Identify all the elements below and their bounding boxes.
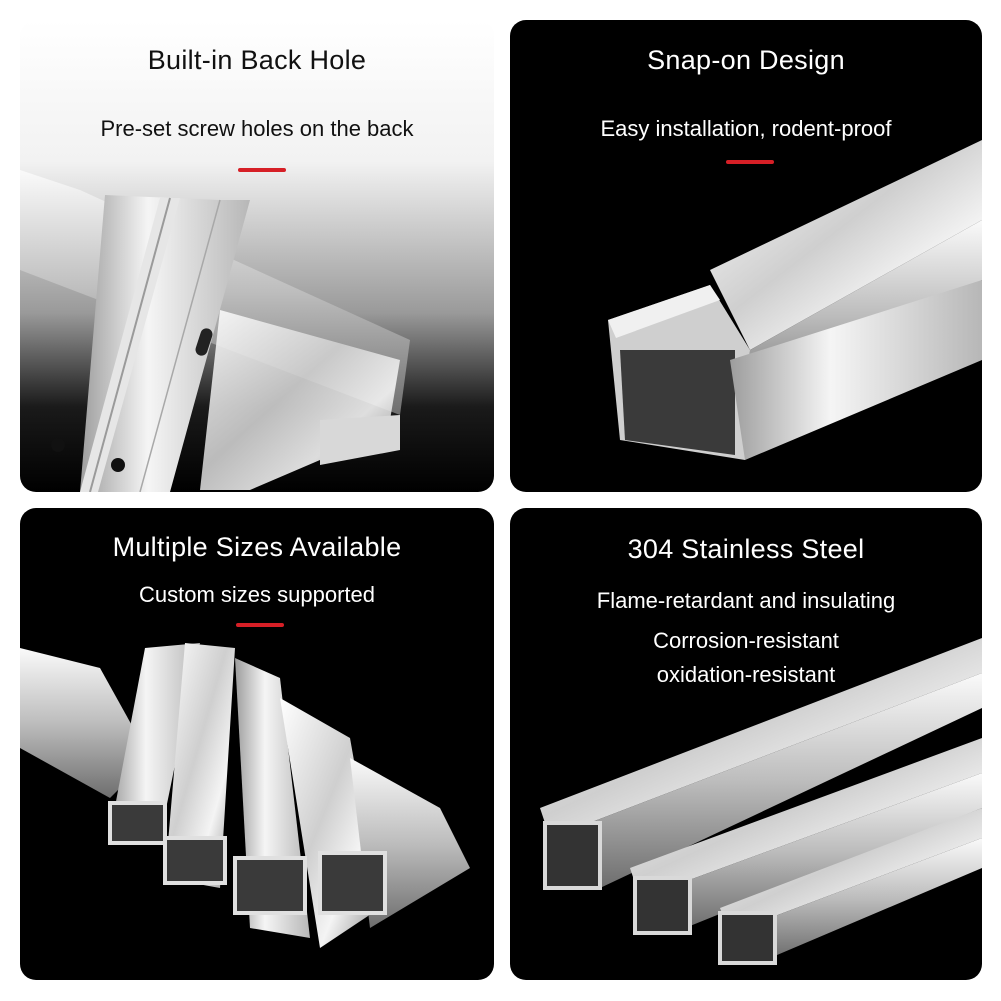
panel-subtitle: Custom sizes supported xyxy=(139,582,375,607)
panel-sizes: Multiple Sizes Available Custom sizes su… xyxy=(20,508,494,980)
panel-title: Multiple Sizes Available xyxy=(112,532,402,562)
back-hole-product-image xyxy=(20,170,410,492)
panel-title: Snap-on Design xyxy=(647,45,845,75)
screw-hole-icon xyxy=(195,328,213,356)
panel-line-2: Corrosion-resistant xyxy=(653,628,839,653)
accent-rule xyxy=(238,168,286,172)
snap-on-product-image xyxy=(608,140,982,460)
panel-subtitle: Easy installation, rodent-proof xyxy=(600,116,892,141)
accent-rule xyxy=(726,160,774,164)
sizes-product-image xyxy=(20,643,470,948)
panel-stainless: 304 Stainless Steel Flame-retardant and … xyxy=(510,508,982,980)
accent-rule xyxy=(236,623,284,627)
panel-title: Built-in Back Hole xyxy=(147,45,367,75)
stainless-product-image xyxy=(540,638,982,965)
panel-back-hole: Built-in Back Hole Pre-set screw holes o… xyxy=(20,20,494,492)
panel-subtitle: Pre-set screw holes on the back xyxy=(100,116,414,141)
panel-snap-on: Snap-on Design Easy installation, rodent… xyxy=(510,20,982,492)
panel-line-3: oxidation-resistant xyxy=(656,662,836,687)
panel-line-1: Flame-retardant and insulating xyxy=(596,588,896,613)
panel-title: 304 Stainless Steel xyxy=(627,534,865,564)
